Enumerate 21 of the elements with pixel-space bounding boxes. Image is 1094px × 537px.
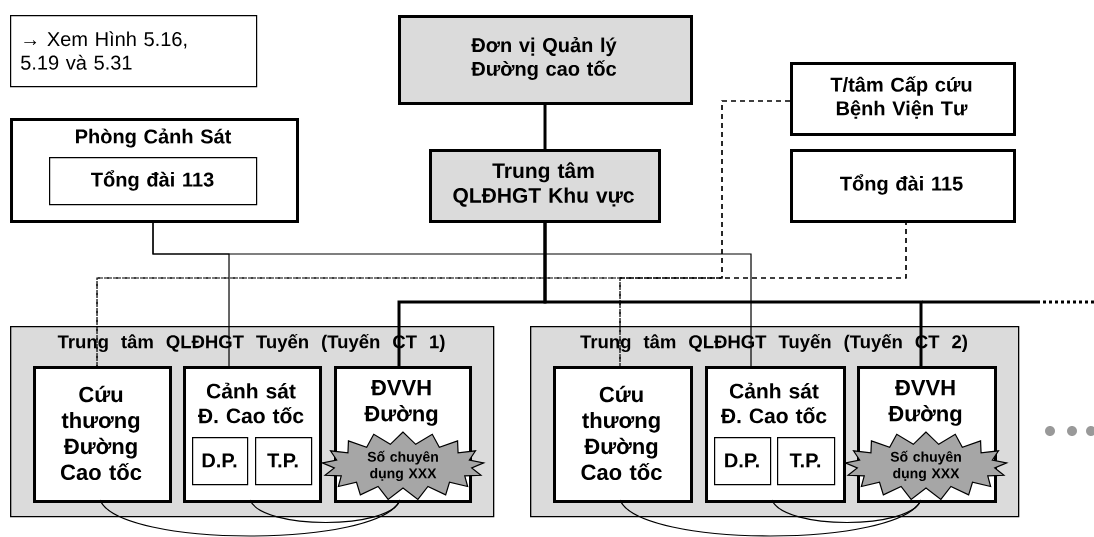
curved-connector (619, 499, 922, 537)
curved-connector (99, 499, 401, 537)
hotline-box: Tổng đài 115 (790, 149, 1016, 223)
sub-unit-box: D.P. (714, 437, 772, 486)
connector-line (543, 220, 923, 366)
sub-unit-box: T.P. (777, 437, 836, 486)
curved-connector (249, 499, 401, 524)
unit-box: Cứu thương Đường Cao tốc (33, 366, 172, 503)
unit-box: Cứu thương Đường Cao tốc (553, 366, 693, 503)
office-box: Trung tâm QLĐHGT Khu vực (429, 149, 661, 223)
sub-unit-box: D.P. (192, 437, 249, 486)
note-box: → Xem Hình 5.16, 5.19 và 5.31 (10, 15, 258, 88)
sub-unit-box: T.P. (255, 437, 313, 486)
starburst: Số chuyên dụng XXX (843, 431, 1009, 501)
office-box: Đơn vị Quản lý Đường cao tốc (398, 15, 693, 105)
connector-line (543, 102, 547, 149)
dashed-connector (619, 100, 791, 367)
starburst: Số chuyên dụng XXX (320, 431, 486, 501)
curved-connector (771, 499, 922, 524)
hotline-box: Tổng đài 113 (49, 157, 258, 206)
hospital-box: T/tâm Cấp cứu Bệnh Viện Tư (790, 62, 1016, 136)
